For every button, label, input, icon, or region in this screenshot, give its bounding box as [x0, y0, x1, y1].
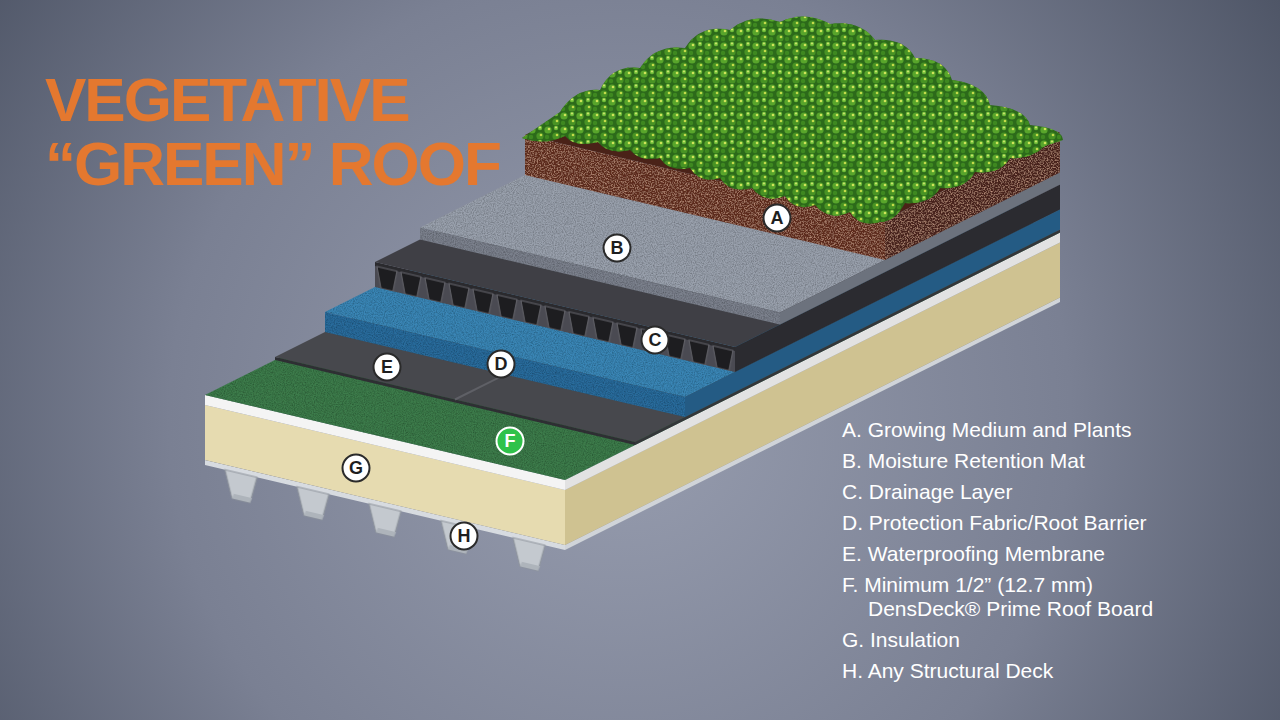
legend-key-line: H. Any Structural Deck [842, 659, 1053, 683]
callout-letter: D [495, 354, 508, 374]
callout-disc [488, 351, 515, 378]
callout-disc [374, 354, 401, 381]
plant-canopy [522, 16, 1063, 223]
legend-key-line: A. Growing Medium and Plants [842, 418, 1131, 442]
callout-circle: G [341, 453, 371, 483]
callout-letter: A [771, 208, 784, 228]
callout-letter: G [349, 458, 363, 478]
callout-circle: H [449, 521, 479, 551]
callout-circle: D [486, 349, 516, 379]
mat-end [420, 228, 780, 325]
legend-key-line: G. Insulation [842, 628, 960, 652]
legend-key-line: B. Moisture Retention Mat [842, 449, 1085, 473]
callout-letter: H [458, 526, 471, 546]
callout-disc [604, 235, 631, 262]
callout-circle: B [602, 233, 632, 263]
callout-disc [343, 455, 370, 482]
plant-leaves [522, 16, 1063, 223]
callout-circle: A [762, 203, 792, 233]
callout-disc [642, 327, 669, 354]
callout-disc [497, 428, 524, 455]
callout-letter: C [649, 330, 662, 350]
callout-circle: E [372, 352, 402, 382]
legend-key-line: D. Protection Fabric/Root Barrier [842, 511, 1147, 535]
callout-letter: E [381, 357, 393, 377]
callout-disc [451, 523, 478, 550]
legend-key-line: C. Drainage Layer [842, 480, 1012, 504]
plants [522, 16, 1063, 223]
callout-circle: F [495, 426, 525, 456]
diagram-title: VEGETATIVE “GREEN” ROOF [45, 68, 545, 196]
callout-disc [764, 205, 791, 232]
legend-key-line: F. Minimum 1/2” (12.7 mm) DensDeck® Prim… [842, 573, 1172, 621]
callout-letter: F [505, 431, 516, 451]
callout-circle: C [640, 325, 670, 355]
callout-letter: B [611, 238, 624, 258]
legend-key-line: E. Waterproofing Membrane [842, 542, 1105, 566]
